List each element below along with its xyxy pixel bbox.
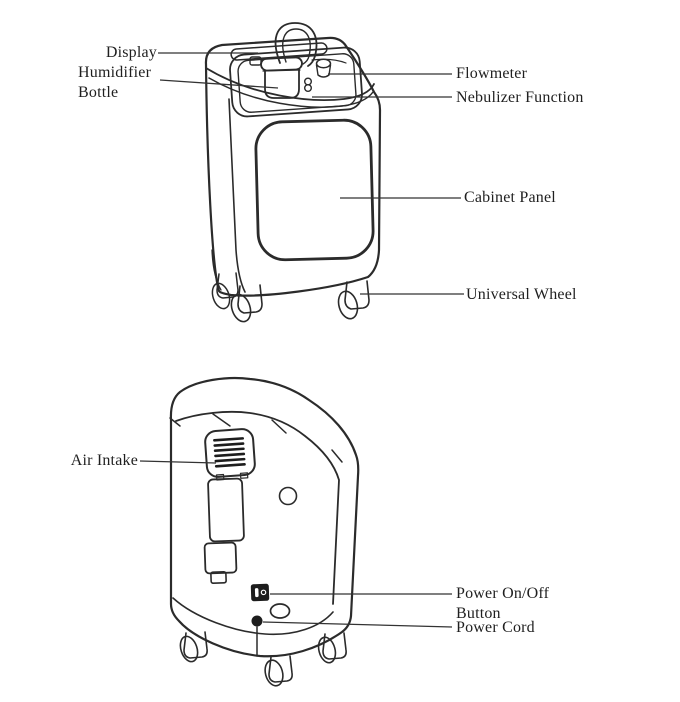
nebulizer-port-bottom xyxy=(304,83,313,92)
rear-panel-step xyxy=(203,541,238,575)
handle-slot xyxy=(271,419,287,434)
rear-panel-tab xyxy=(210,570,227,584)
flowmeter-body xyxy=(315,64,332,78)
label-universal-wheel: Universal Wheel xyxy=(466,286,577,303)
rocker-mark xyxy=(254,588,259,598)
caster-wheel xyxy=(337,290,359,320)
power-switch xyxy=(250,583,270,602)
label-power-cord: Power Cord xyxy=(456,619,535,636)
caster-wheel xyxy=(179,635,199,663)
air-intake-leader-line xyxy=(139,460,217,464)
rear-panel xyxy=(207,477,245,543)
handle-slot xyxy=(212,413,231,427)
handle-underside xyxy=(175,410,340,605)
display-slot xyxy=(230,42,328,61)
back-view-figure xyxy=(169,376,360,687)
air-intake-vent xyxy=(204,428,256,481)
left-bottom-crease xyxy=(211,249,222,291)
caster-wheel xyxy=(230,293,252,323)
top-tray-inner xyxy=(237,53,357,113)
caster-wheel xyxy=(211,282,231,310)
handle-slot xyxy=(169,417,181,427)
label-cabinet-panel: Cabinet Panel xyxy=(464,189,556,206)
humidifier-bottle-lid xyxy=(260,56,303,72)
tube-line xyxy=(311,58,347,64)
caster-wheel xyxy=(317,636,337,664)
vent-slat xyxy=(213,442,245,447)
cabinet-panel-outline xyxy=(254,118,375,262)
caster-wheel xyxy=(264,659,284,687)
rocker-ring xyxy=(260,589,267,596)
back-body-outline xyxy=(169,376,360,658)
vent-slat xyxy=(213,437,245,442)
top-tray-outer xyxy=(229,46,363,118)
label-humidifier-bottle: Humidifier Bottle xyxy=(78,64,152,101)
vent-slat xyxy=(214,457,246,463)
label-nebulizer-function: Nebulizer Function xyxy=(456,89,584,106)
nebulizer-port-top xyxy=(304,77,313,86)
handle-loop-outer xyxy=(274,22,318,67)
front-view-figure xyxy=(204,22,382,323)
front-body-outline xyxy=(204,36,382,297)
handle-slot xyxy=(331,449,343,463)
caster-fork xyxy=(216,272,239,299)
base-band xyxy=(172,597,334,636)
label-display: Display xyxy=(105,44,157,61)
screw-hole xyxy=(278,486,298,506)
vent-foot xyxy=(239,472,249,479)
bottle-lid-joint xyxy=(262,69,301,72)
power-switch-body xyxy=(250,583,270,602)
back-view-casters xyxy=(179,631,347,687)
power-cord-dot xyxy=(251,615,263,627)
label-power-on-off-button: Power On/Off Button xyxy=(456,585,550,622)
label-flowmeter: Flowmeter xyxy=(456,65,528,82)
cord-socket xyxy=(269,603,291,619)
vent-slat xyxy=(214,463,246,468)
handle-loop-inner xyxy=(282,28,311,65)
humidifier-bottle-leader-line xyxy=(159,79,279,89)
leader-lines xyxy=(139,52,464,628)
top-face-ridge xyxy=(205,67,375,101)
vent-frame xyxy=(204,428,256,478)
label-air-intake: Air Intake xyxy=(70,452,138,469)
power-cord-leader-line xyxy=(262,621,453,628)
front-left-edge xyxy=(228,98,246,293)
humidifier-bottle-body xyxy=(264,68,300,99)
vent-slat xyxy=(213,447,245,453)
bottle-tab xyxy=(249,56,262,66)
front-view-casters xyxy=(211,272,370,323)
flowmeter-knob xyxy=(315,58,332,69)
vent-slat xyxy=(214,452,246,458)
